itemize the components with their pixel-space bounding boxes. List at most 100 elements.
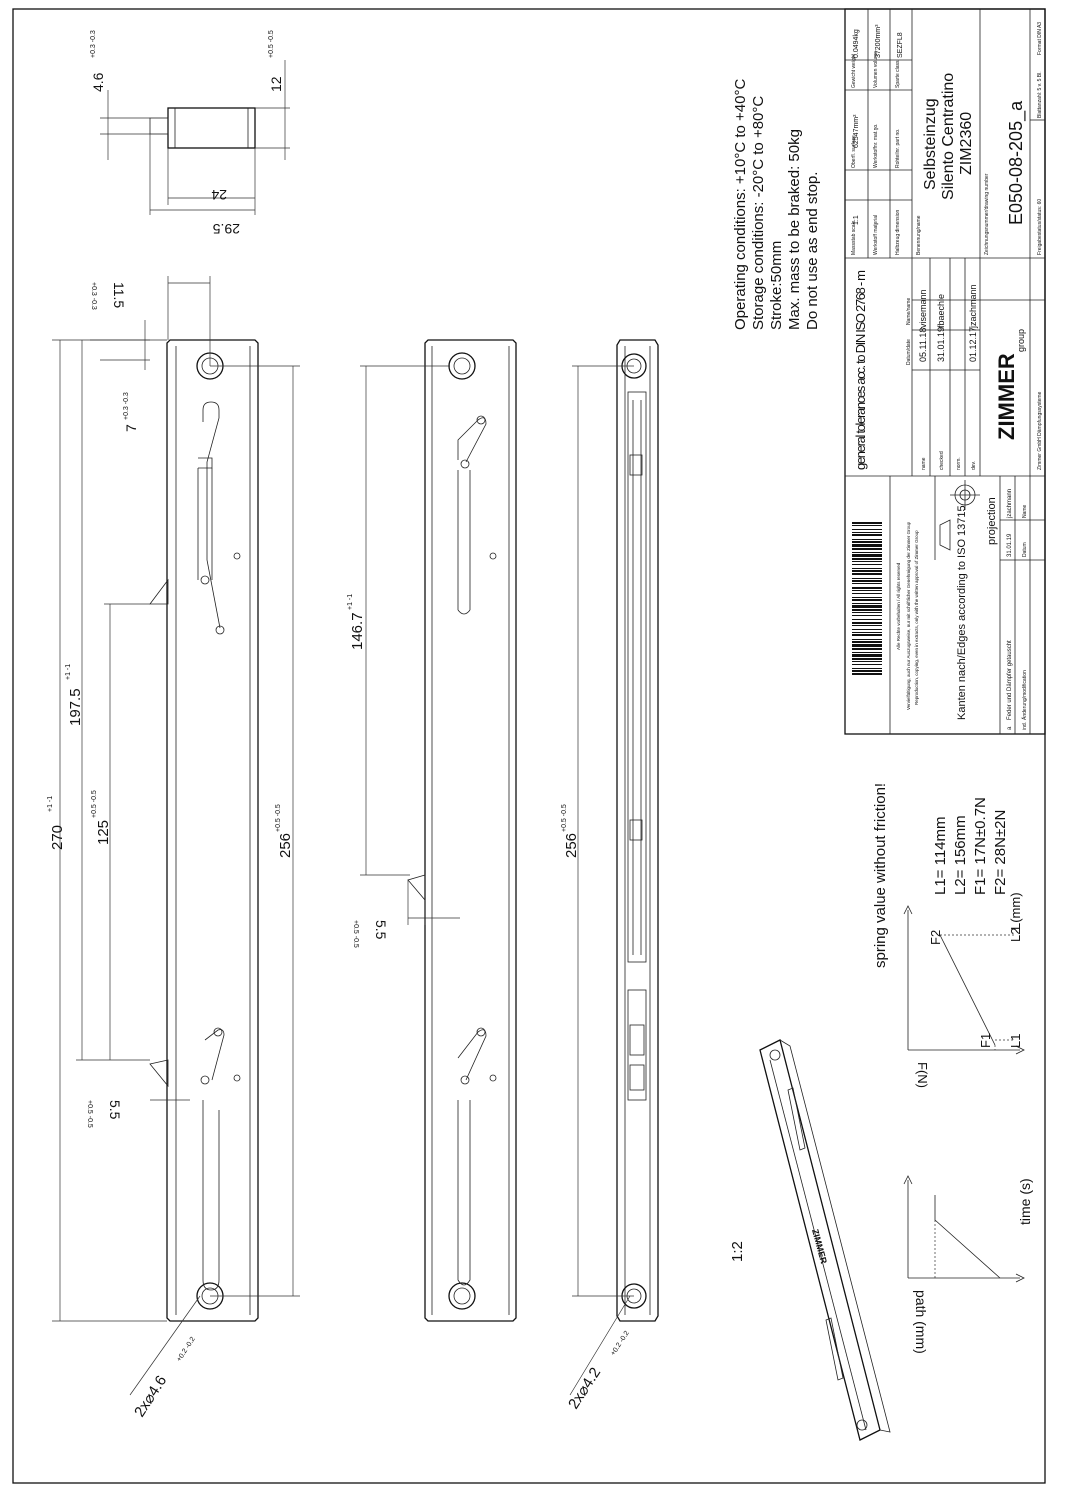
dim-24: 24: [211, 187, 227, 203]
title-block: [844, 8, 1046, 735]
scale-1-2: 1:2: [729, 1241, 746, 1262]
barcode-bar: [852, 648, 882, 650]
tb-name-code: ZIM2360: [958, 112, 975, 175]
barcode-bar: [852, 578, 882, 579]
tb-mat-no-label: Werkstoffnr. mat.no.: [873, 123, 879, 168]
tb-rev-col-change: Änderung/modification: [1021, 670, 1028, 720]
tb-mat-no-value: -: [875, 127, 882, 130]
barcode-bar: [852, 661, 882, 662]
barcode-bar: [852, 629, 882, 630]
tb-checked-person: fbaechle: [936, 294, 946, 328]
barcode-bar: [852, 597, 882, 598]
tb-volume-value: 37200mm³: [875, 24, 882, 58]
barcode-bar: [852, 561, 882, 562]
barcode-bar: [852, 532, 882, 533]
note-line-4: Max. mass to be braked: 50kg: [786, 129, 803, 330]
barcode-bar: [852, 654, 882, 657]
barcode-bar: [852, 570, 882, 572]
dim-256-a-tol: +0.5 -0.5: [275, 804, 282, 832]
tb-row-dev: dev.: [971, 461, 977, 470]
tb-copyright-3: Reproduction, copying, even in extracts,…: [914, 530, 919, 705]
barcode-bar: [852, 541, 882, 543]
tb-part-label: Rohteilnr. part no.: [895, 129, 901, 168]
dim-125: 125: [95, 820, 112, 845]
hole-note-2-tol: +0.2 -0.2: [610, 1330, 631, 1357]
dim-4-6-tol: +0.3 -0.3: [90, 30, 97, 58]
spring-value-f1: F1= 17N±0.7N: [972, 797, 989, 895]
tb-scale-label: Massstab scale: [851, 220, 857, 255]
tb-sheets: Blattanzahl: 5 v. 5 Bl.: [1037, 71, 1043, 118]
dim-270: 270: [49, 825, 66, 850]
barcode-bar: [852, 639, 882, 640]
tb-rev-col-date: Datum: [1022, 542, 1028, 557]
barcode-bar: [852, 522, 882, 524]
middle-view: [360, 339, 517, 1322]
note-line-3: Stroke:50mm: [768, 241, 785, 330]
dim-11-5-tol: +0.3 -0.3: [90, 282, 97, 310]
dim-5-5-b-tol: +0.5 -0.5: [352, 920, 359, 948]
barcode-bar: [852, 544, 882, 547]
isometric-view: [759, 1039, 891, 1441]
spring-value-l1: L1= 114mm: [932, 816, 949, 895]
path-graph-ylabel: path (mm): [913, 1290, 929, 1354]
hole-note-1-tol: +0.2 -0.2: [176, 1336, 197, 1363]
tb-row-checked: checked: [939, 451, 945, 470]
barcode-bar: [852, 632, 882, 633]
dim-7-tol: +0.3 -0.3: [123, 392, 130, 420]
barcode-bar: [852, 564, 882, 565]
barcode-bar: [852, 593, 882, 594]
tb-dev-date: 01.12.17: [968, 327, 978, 362]
bottom-view: [569, 339, 659, 1396]
tb-release: Freigabestatus/status: 60: [1037, 199, 1043, 255]
barcode-bar: [852, 590, 882, 591]
dim-12: 12: [268, 76, 284, 92]
barcode-bar: [852, 668, 882, 669]
tb-volume-label: Volumen volume: [873, 51, 879, 88]
tb-company: Zimmer GmbH Dämpfungssysteme: [1037, 391, 1043, 470]
note-line-5: Do not use as end stop.: [804, 172, 821, 330]
tb-name-person: visemann: [918, 289, 928, 328]
barcode-bar: [852, 664, 882, 665]
tb-copyright-1: Alle Rechte vorbehalten / All rights res…: [896, 562, 901, 650]
tb-col-name: Name/name: [906, 298, 912, 325]
tb-weight-label: Gewicht weight: [851, 53, 857, 88]
spring-graph-title: spring value without friction!: [872, 783, 889, 968]
tb-surface-value: 62547mm²: [853, 114, 860, 148]
barcode-bar: [852, 622, 882, 624]
barcode-bars: [852, 522, 882, 675]
dim-197-5-tol: +1 -1: [65, 664, 72, 680]
barcode-bar: [852, 558, 882, 560]
barcode-bar: [852, 658, 882, 660]
barcode-bar: [852, 644, 882, 647]
spring-label-l2: L2: [1008, 928, 1023, 942]
tb-name-date: 05.11.18: [918, 328, 928, 362]
top-view: [52, 276, 300, 1396]
spring-label-l1: L1: [1008, 1034, 1023, 1048]
barcode-bar: [852, 534, 882, 536]
dim-256-b-tol: +0.5 -0.5: [561, 804, 568, 832]
barcode-bar: [852, 615, 882, 616]
tb-blank-label: Halbzeug dimension: [895, 209, 901, 255]
tb-checked-date: 31.01.19: [936, 327, 946, 362]
dim-12-tol: +0.5 -0.5: [268, 30, 275, 58]
spring-value-f2: F2= 28N±2N: [992, 810, 1009, 895]
tb-drawing-number: E050-08-205_a: [1006, 100, 1027, 225]
barcode-bar: [852, 539, 882, 540]
dim-5-5-a-tol: +0.5 -0.5: [86, 1100, 93, 1128]
dim-4-6: 4.6: [90, 72, 106, 92]
iso-logo-text: ZIMMER: [810, 1228, 829, 1265]
barcode-bar: [852, 673, 882, 675]
tb-col-date: Datum/date: [906, 339, 912, 365]
barcode-bar: [852, 568, 882, 569]
tb-rev-col-ind: ind.: [1022, 722, 1028, 730]
tb-rev-date: 31.01.19: [1007, 533, 1013, 557]
barcode-bar: [852, 573, 882, 575]
dim-125-tol: +0.5 -0.5: [91, 790, 98, 818]
tb-edges: Kanten nach/Edges according to ISO 13715: [956, 505, 968, 720]
dim-5-5-a: 5.5: [107, 1100, 123, 1120]
barcode-bar: [852, 652, 882, 653]
barcode-bar: [852, 583, 882, 584]
zimmer-logo-sub: group: [1016, 329, 1026, 352]
